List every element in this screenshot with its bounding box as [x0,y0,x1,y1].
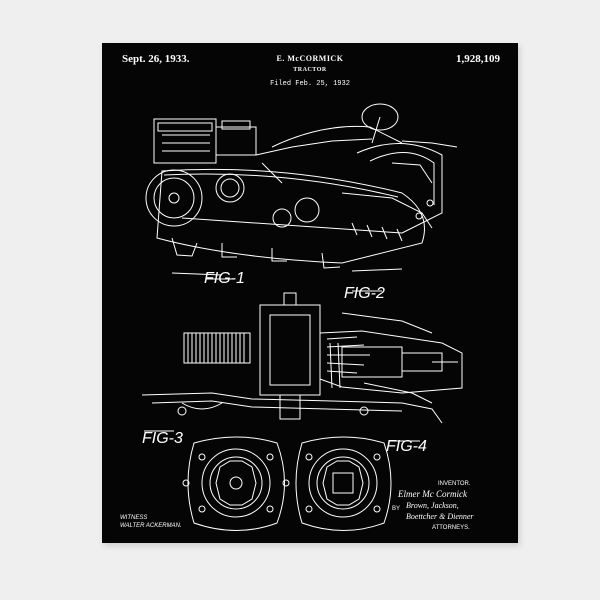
patent-inventor-header: E. McCORMICK [276,54,344,63]
patent-number: 1,928,109 [456,53,500,65]
patent-filed-date: Filed Feb. 25, 1932 [270,80,350,88]
fig4-caption: FIG-4 [386,438,427,455]
fig3-rim-drawing [182,436,290,531]
fig4-hub-drawing [295,436,392,531]
metal-print: Sept. 26, 1933. E. McCORMICK TRACTOR Fil… [102,43,518,543]
patent-title: TRACTOR [293,67,327,73]
by-label: BY [392,506,401,512]
fig1-caption: FIG-1 [204,270,245,287]
fig1-tractor-drawing [145,103,458,276]
patent-date: Sept. 26, 1933. [122,53,190,65]
attorneys-line-2: Boettcher & Dienner [406,512,474,521]
fig2-gear-section [141,292,463,424]
attorneys-label: ATTORNEYS. [432,525,470,531]
attorneys-line-1: Brown, Jackson, [406,501,459,510]
patent-drawing: FIG-1 FIG-2 FIG-3 FIG-4 [141,103,463,531]
inventor-signature: Elmer Mc Cormick [398,489,467,499]
witness-name: WALTER ACKERMAN. [120,523,182,529]
fig2-caption: FIG-2 [344,285,385,302]
fig3-caption: FIG-3 [142,430,183,447]
witness-label: WITNESS [120,515,148,521]
inventor-label: INVENTOR. [438,481,471,487]
